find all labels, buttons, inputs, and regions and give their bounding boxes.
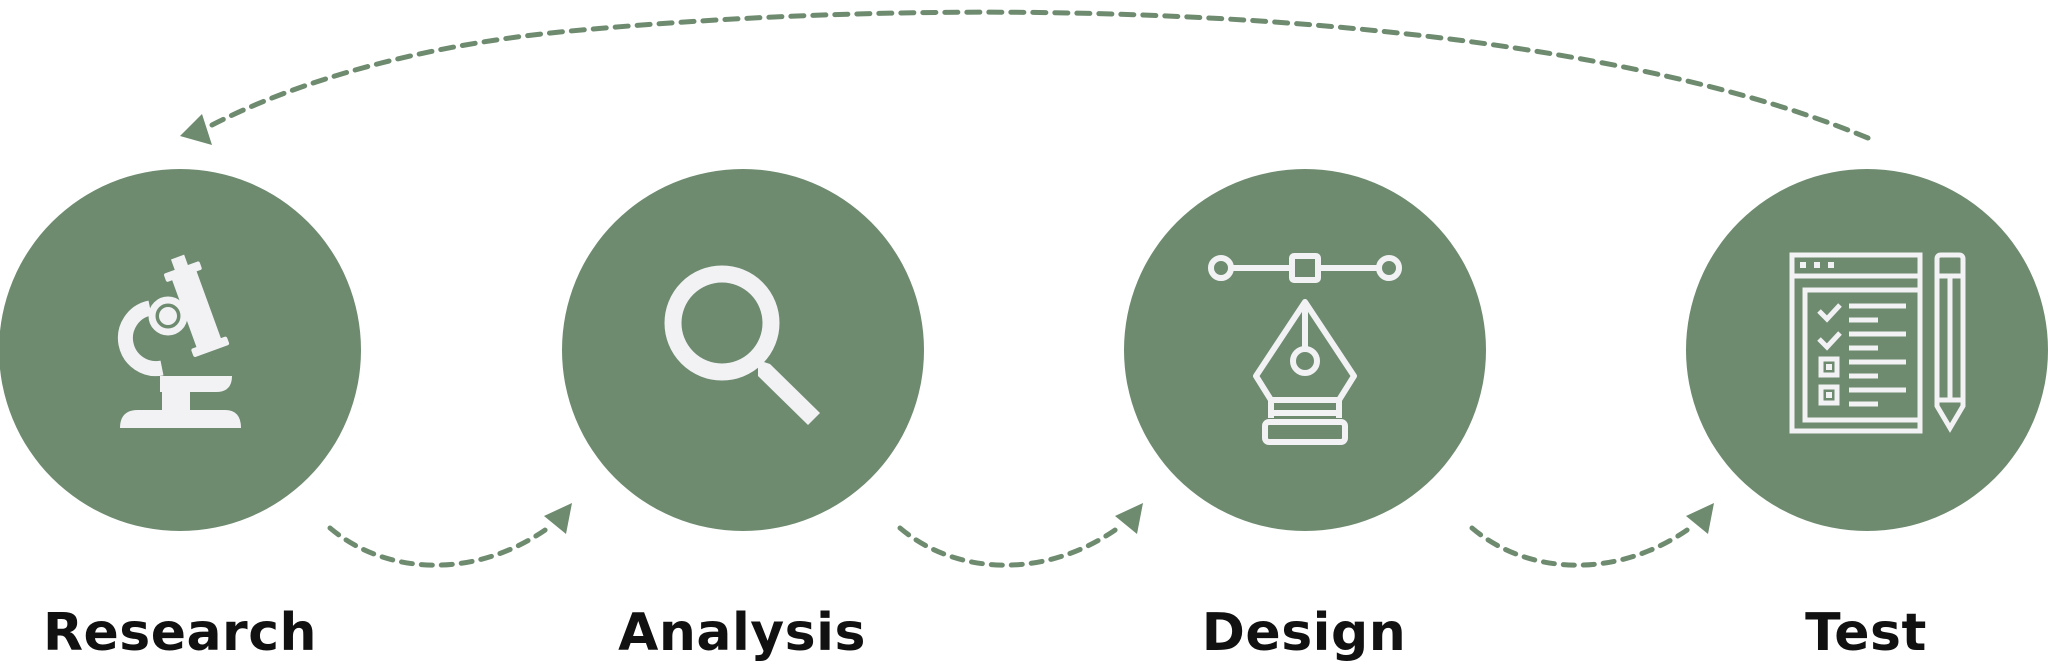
step-label-research: Research — [42, 603, 318, 663]
return-arrow-head — [180, 114, 212, 145]
microscope-icon — [117, 254, 241, 428]
connector-arrow-2 — [897, 503, 1143, 568]
step-label-design: Design — [1201, 603, 1407, 663]
magnifying-glass-icon — [664, 265, 820, 425]
connector-arrow-1 — [327, 503, 572, 568]
checklist-pencil-icon — [1789, 252, 1966, 434]
return-arrow — [209, 9, 1871, 141]
step-label-analysis: Analysis — [618, 603, 866, 663]
connector-arrow-3 — [1469, 503, 1714, 568]
analysis-circle — [562, 169, 924, 531]
research-circle — [0, 169, 361, 531]
step-label-test: Test — [1805, 603, 1927, 663]
pen-tool-bezier-icon — [1208, 253, 1402, 445]
